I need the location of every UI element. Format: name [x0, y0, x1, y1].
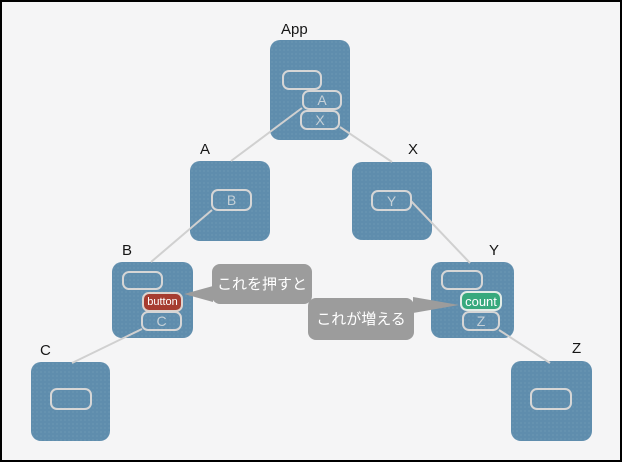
b-button-element: button: [142, 292, 183, 312]
callout-press-text: これを押すと: [216, 275, 307, 293]
x-label: X: [408, 141, 419, 158]
y-empty-slot: [441, 270, 483, 290]
z-node: [511, 361, 592, 441]
y-count-state: count: [460, 291, 502, 311]
a-label: A: [200, 141, 211, 158]
b-child-ref-c: C: [141, 311, 182, 331]
y-label: Y: [489, 242, 500, 259]
app-label: App: [281, 21, 308, 38]
c-node: [31, 362, 110, 441]
callout-increase-text: これが増える: [316, 310, 406, 328]
c-label: C: [40, 342, 51, 359]
app-child-ref-a: A: [302, 90, 342, 110]
z-empty-slot: [530, 388, 572, 410]
app-empty-slot: [282, 70, 322, 90]
b-empty-slot: [122, 271, 163, 290]
app-child-ref-x: X: [300, 110, 340, 130]
c-empty-slot: [50, 388, 92, 410]
y-child-ref-z: Z: [462, 311, 500, 331]
b-label: B: [122, 242, 133, 259]
callout-increase-bubble: これが増える: [308, 297, 459, 340]
x-child-ref-y: Y: [371, 190, 412, 211]
callout-press-bubble: これを押すと: [184, 264, 312, 304]
z-label: Z: [572, 340, 582, 357]
a-child-ref-b: B: [211, 189, 252, 211]
